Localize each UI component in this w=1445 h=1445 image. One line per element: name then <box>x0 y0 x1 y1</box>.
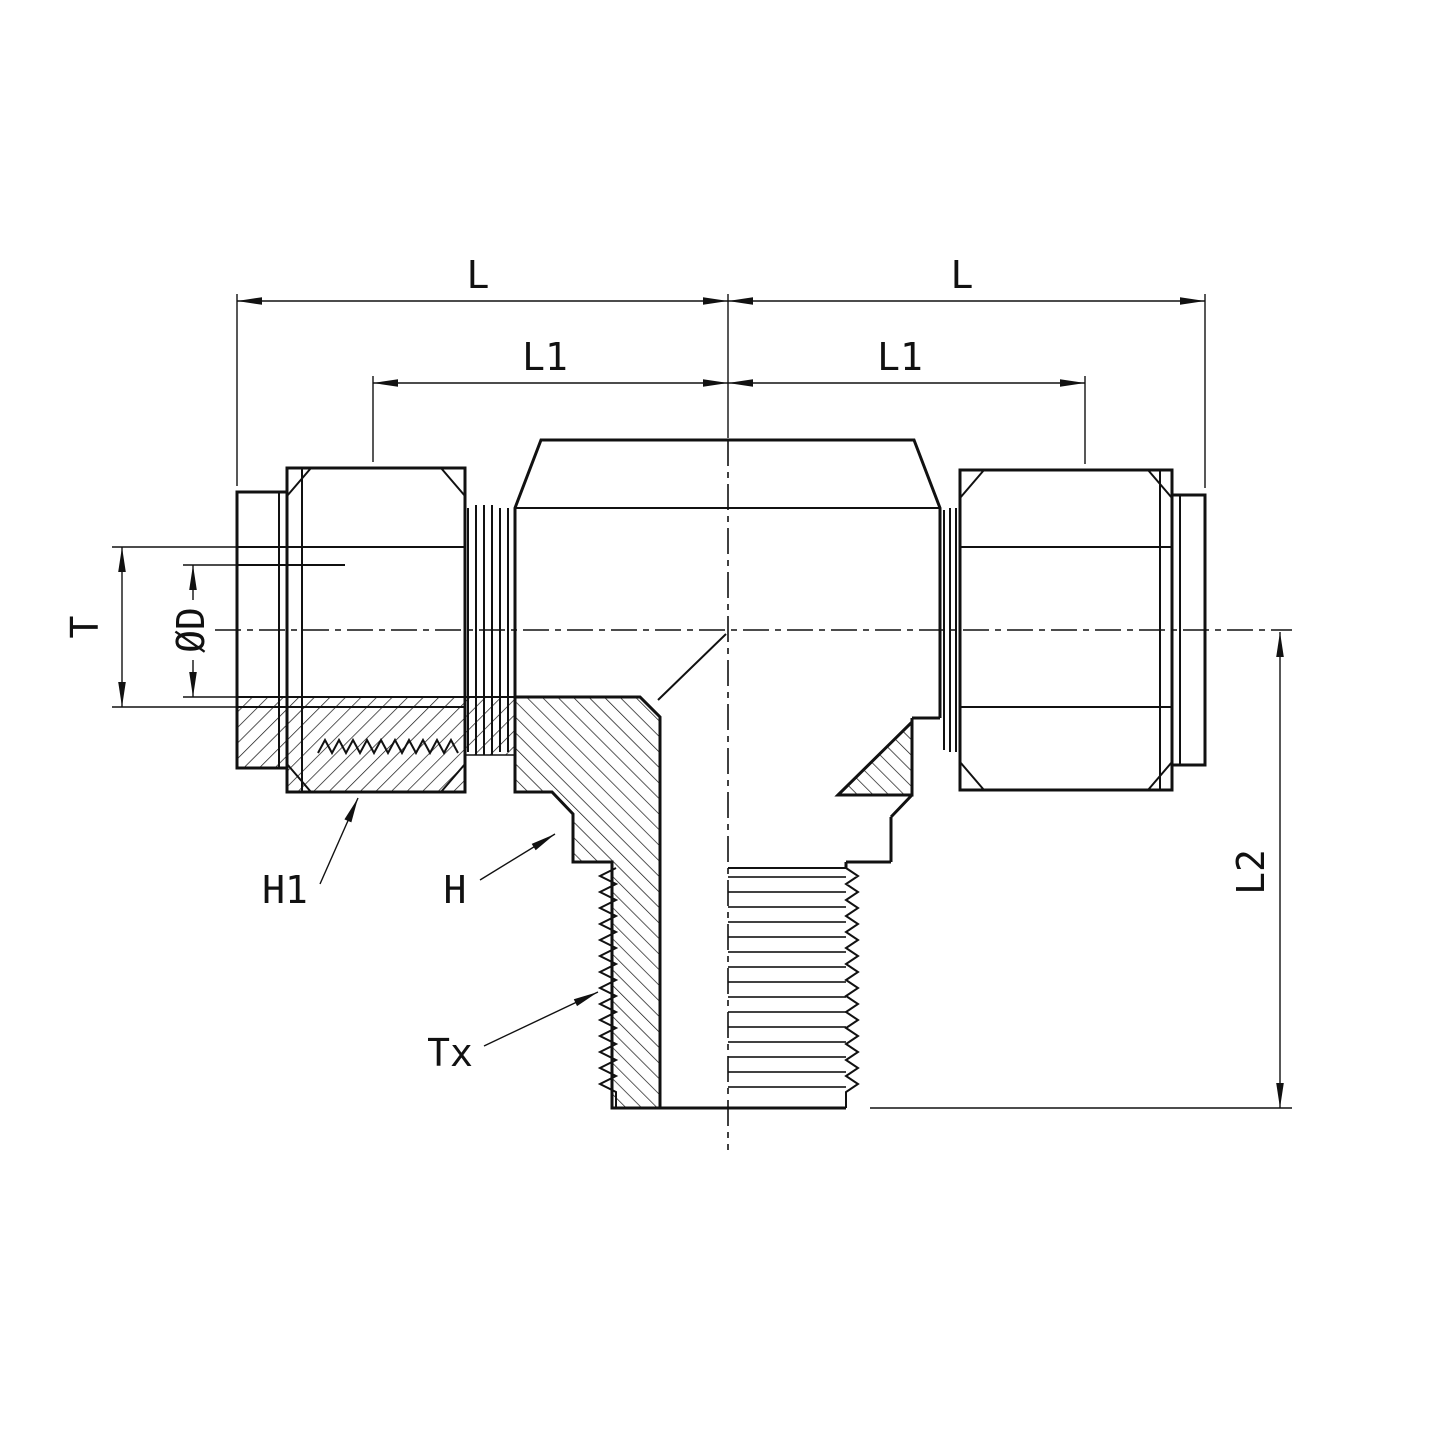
ferrule-section-hatch <box>464 696 516 756</box>
body-lower-right-outline <box>844 716 940 868</box>
dimension-lines <box>112 294 1292 1109</box>
extension-lines <box>112 294 1292 1109</box>
thread-crest-lines <box>728 870 846 1092</box>
body-section-hatch <box>513 695 662 1110</box>
dim-label-t: T <box>63 616 107 639</box>
dim-label-h1: H1 <box>262 868 308 912</box>
dim-label-l-right: L <box>951 253 974 297</box>
thread-profile-right <box>844 867 860 1108</box>
leader-h <box>479 833 556 881</box>
leader-h1 <box>319 797 359 885</box>
centerlines <box>215 294 1292 1150</box>
dim-label-d: ØD <box>169 607 213 653</box>
dim-label-l1-right: L1 <box>877 335 923 379</box>
dim-label-l2: L2 <box>1229 849 1273 895</box>
dimension-labels: L L L1 L1 T ØD L2 H1 H Tx <box>63 253 1273 1075</box>
dim-label-l1-left: L1 <box>522 335 568 379</box>
male-thread-port <box>597 867 860 1110</box>
thread-profile-left <box>597 867 619 1108</box>
dim-label-l-left: L <box>467 253 490 297</box>
dim-label-h: H <box>444 868 467 912</box>
leader-tx <box>483 991 599 1047</box>
nut-thread-serration <box>317 737 459 756</box>
dim-label-tx: Tx <box>427 1031 473 1075</box>
